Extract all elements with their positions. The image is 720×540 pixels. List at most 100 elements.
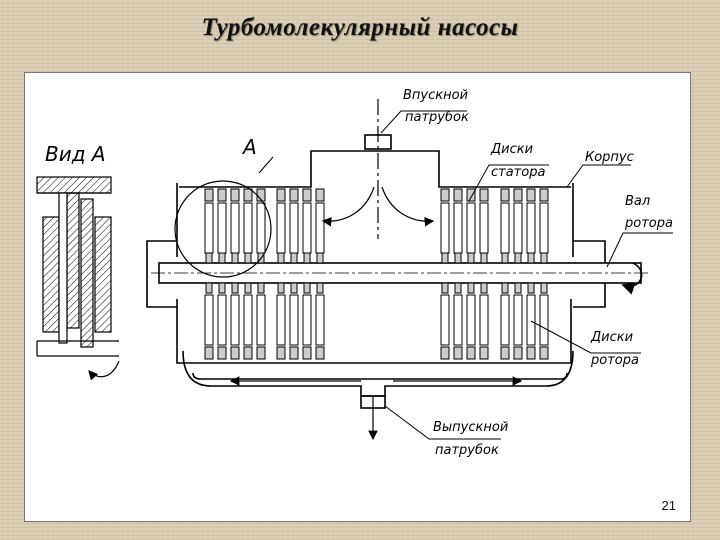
- label-shaft-1: Вал: [625, 194, 650, 209]
- stator-spacer: [276, 346, 286, 360]
- rotor-hub: [218, 282, 226, 294]
- label-stator-1: Диски: [490, 142, 533, 157]
- view-a-rotor-2: [80, 198, 94, 348]
- label-inlet-2: патрубок: [405, 110, 469, 125]
- rotor-hub: [454, 282, 462, 294]
- stator-spacer: [539, 188, 549, 202]
- rotor-hub: [277, 282, 285, 294]
- rotor-hub: [244, 252, 252, 264]
- rotor-hub: [303, 282, 311, 294]
- rotor-hub: [218, 252, 226, 264]
- stator-spacer: [204, 346, 214, 360]
- leader-lines: [258, 110, 673, 440]
- label-rotor-1: Диски: [590, 330, 633, 345]
- stator-spacer: [315, 346, 325, 360]
- rotor-hub: [527, 282, 535, 294]
- stator-disc: [243, 294, 253, 346]
- rotor-hub: [514, 252, 522, 264]
- stator-disc: [256, 202, 266, 254]
- stator-spacer: [500, 188, 510, 202]
- rotor-hub: [441, 252, 449, 264]
- rotor-hub: [467, 282, 475, 294]
- rotor-hub: [480, 252, 488, 264]
- stator-disc: [466, 294, 476, 346]
- label-housing: Корпус: [585, 150, 634, 165]
- stator-disc: [479, 294, 489, 346]
- view-a-rotor-1: [66, 192, 80, 329]
- view-a-inset: [36, 176, 120, 381]
- stator-spacer: [539, 346, 549, 360]
- stator-spacer: [440, 346, 450, 360]
- drawing-panel: Вид А А Впускной патрубок Диски статора …: [24, 72, 691, 522]
- stator-disc: [276, 294, 286, 346]
- stator-disc: [479, 202, 489, 254]
- rotor-hub: [244, 282, 252, 294]
- stator-spacer: [243, 188, 253, 202]
- stator-spacer: [315, 188, 325, 202]
- stator-disc: [276, 202, 286, 254]
- stator-spacer: [526, 188, 536, 202]
- stator-disc: [217, 294, 227, 346]
- rotor-hub: [441, 282, 449, 294]
- label-shaft-2: ротора: [624, 216, 673, 231]
- stator-spacer: [302, 346, 312, 360]
- stator-spacer: [302, 188, 312, 202]
- rotor-hub: [277, 252, 285, 264]
- rotor-hub: [540, 252, 548, 264]
- rotor-hub: [454, 252, 462, 264]
- label-outlet-1: Выпускной: [433, 420, 508, 435]
- rotor-hub: [316, 252, 324, 264]
- pump-diagram: Вид А А Впускной патрубок Диски статора …: [36, 88, 673, 458]
- rotor-hub: [501, 282, 509, 294]
- view-a-rotation-arrow: [88, 360, 120, 381]
- stator-spacer: [256, 346, 266, 360]
- rotor-hub: [205, 252, 213, 264]
- rotor-hub: [205, 282, 213, 294]
- label-outlet-2: патрубок: [435, 443, 499, 458]
- stator-spacer: [526, 346, 536, 360]
- stator-disc: [513, 294, 523, 346]
- stator-disc: [315, 202, 325, 254]
- stator-disc: [453, 294, 463, 346]
- stator-disc: [204, 202, 214, 254]
- label-detail-a: А: [241, 135, 257, 159]
- stator-spacer: [500, 346, 510, 360]
- stator-spacer: [513, 188, 523, 202]
- stator-disc: [289, 202, 299, 254]
- stator-disc: [440, 294, 450, 346]
- stator-spacer: [217, 346, 227, 360]
- stator-spacer: [453, 188, 463, 202]
- shaft-rotation-arrow: [621, 262, 643, 295]
- slide-title: Турбомолекулярный насосы: [201, 14, 519, 41]
- stator-disc: [230, 294, 240, 346]
- stator-spacer: [230, 188, 240, 202]
- stator-disc: [289, 294, 299, 346]
- stator-spacer: [466, 346, 476, 360]
- stator-disc: [526, 294, 536, 346]
- stator-spacer: [204, 188, 214, 202]
- detail-a-circle: [174, 180, 272, 278]
- label-inlet-1: Впускной: [403, 88, 468, 103]
- label-rotor-2: ротора: [590, 353, 639, 368]
- stator-spacer: [289, 346, 299, 360]
- rotor-hub: [290, 282, 298, 294]
- stator-disc: [500, 202, 510, 254]
- stator-spacer: [276, 188, 286, 202]
- stator-spacer: [230, 346, 240, 360]
- page-number: 21: [661, 498, 676, 513]
- stator-spacer: [440, 188, 450, 202]
- stator-disc: [256, 294, 266, 346]
- gas-flow-arrows: [229, 99, 523, 441]
- stator-disc: [204, 294, 214, 346]
- view-a-stator-1: [42, 216, 60, 333]
- stator-spacer: [479, 346, 489, 360]
- rotor-shaft: [151, 262, 651, 295]
- rotor-hub: [480, 282, 488, 294]
- diagram-labels: Вид А А Впускной патрубок Диски статора …: [45, 88, 673, 458]
- stator-disc: [526, 202, 536, 254]
- rotor-hub: [290, 252, 298, 264]
- stator-spacer: [217, 188, 227, 202]
- stator-disc: [302, 294, 312, 346]
- stator-disc: [539, 294, 549, 346]
- rotor-hub: [231, 282, 239, 294]
